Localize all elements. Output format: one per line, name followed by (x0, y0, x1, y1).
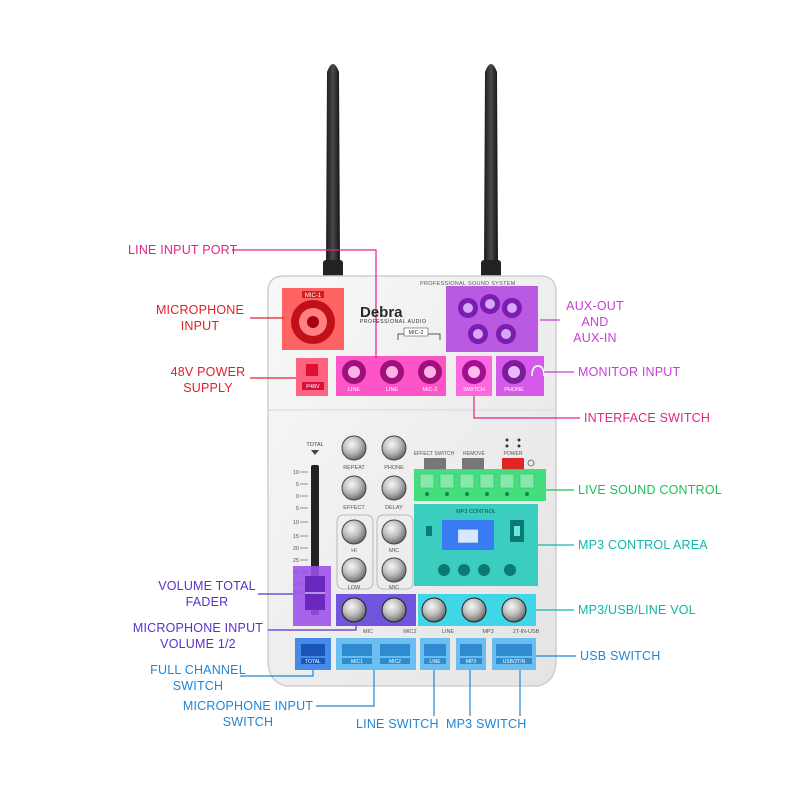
svg-text:PHONE: PHONE (384, 465, 404, 471)
mic-input-volume-knobs[interactable] (336, 594, 416, 626)
jack-line-1[interactable]: LINE (342, 360, 366, 393)
svg-text:MIC2: MIC2 (389, 659, 401, 665)
microphone-input-combo[interactable]: MIC-1 (282, 288, 344, 350)
label-mic-input-volume: MICROPHONE INPUT VOLUME 1/2 (132, 621, 264, 651)
line-input-jacks[interactable]: LINE LINE MIC-2 (336, 356, 446, 396)
label-full-channel-switch: FULL CHANNEL SWITCH (150, 663, 246, 693)
svg-text:15: 15 (293, 534, 299, 540)
svg-text:REMOVE: REMOVE (463, 451, 485, 457)
label-live-sound-control: LIVE SOUND CONTROL (578, 483, 722, 497)
label-mic-input-switch: MICROPHONE INPUT SWITCH (182, 699, 314, 729)
svg-text:2T-IN-USB: 2T-IN-USB (513, 629, 540, 635)
svg-text:LOW: LOW (348, 585, 361, 591)
power-icon (527, 459, 535, 467)
mic1-text: MIC-1 (305, 293, 322, 299)
label-line-switch: LINE SWITCH (356, 717, 439, 731)
label-aux: AUX-OUT AND AUX-IN (566, 299, 624, 345)
monitor-input-jack[interactable]: PHONE (496, 356, 545, 396)
label-volume-total-fader: VOLUME TOTAL FADER (158, 579, 256, 609)
p48v-button[interactable]: P48V (296, 358, 328, 396)
svg-text:5: 5 (296, 506, 299, 512)
mp3-display (442, 520, 494, 550)
svg-text:MP3: MP3 (482, 629, 493, 635)
jack-label-2: LINE (386, 387, 399, 393)
label-line-input-port: LINE INPUT PORT (128, 243, 238, 257)
label-mp3-control-area: MP3 CONTROL AREA (578, 538, 708, 552)
label-usb-switch: USB SWITCH (580, 649, 661, 663)
label-microphone-input: MICROPHONE INPUT (155, 303, 245, 333)
bottom-switches[interactable]: TOTAL MIC1 MIC2 LINE MP3 USB/2TIN (295, 638, 536, 670)
effect-knobs[interactable]: REPEAT PHONE EFFECT DELAY HI MIC LOW MIC (336, 435, 414, 591)
brand-name: Debra (360, 304, 403, 321)
label-mp3-usb-line-vol: MP3/USB/LINE VOL (578, 603, 696, 617)
top-buttons[interactable]: EFFECT SWITCH REMOVE POWER (414, 438, 535, 471)
fader-total-text: TOTAL (306, 442, 323, 448)
mic2-group-marker: MIC-2 (397, 327, 441, 340)
antenna-right (481, 64, 501, 278)
label-48v-power: 48V POWER SUPPLY (170, 365, 246, 395)
svg-text:HI: HI (351, 548, 357, 554)
svg-text:LINE: LINE (429, 659, 441, 665)
svg-text:TOTAL: TOTAL (305, 659, 321, 665)
label-mp3-switch: MP3 SWITCH (446, 717, 527, 731)
svg-text:5: 5 (296, 482, 299, 488)
brand-logo: Debra PROFESSIONAL AUDIO (360, 304, 426, 325)
antenna-left (323, 64, 343, 278)
leader-lines (232, 249, 580, 716)
jack-line-2[interactable]: LINE (380, 360, 404, 393)
svg-text:POWER: POWER (504, 451, 523, 457)
headphone-icon (531, 365, 545, 377)
svg-text:MP3: MP3 (466, 659, 477, 665)
jack-label-5: PHONE (504, 387, 524, 393)
svg-text:REPEAT: REPEAT (343, 465, 365, 471)
volume-total-fader[interactable]: TOTAL 10 5 0 5 10 15 20 25 30 40 (293, 442, 331, 626)
svg-text:EFFECT SWITCH: EFFECT SWITCH (414, 451, 455, 457)
live-sound-control-panel[interactable] (414, 469, 546, 501)
svg-text:EFFECT: EFFECT (343, 505, 365, 511)
svg-text:20: 20 (293, 546, 299, 552)
svg-text:███: ███ (457, 529, 478, 543)
mp3-control-panel[interactable]: MP3 CONTROL ███ (414, 504, 538, 586)
mp3-title-text: MP3 CONTROL (456, 509, 496, 515)
svg-text:LINE: LINE (442, 629, 455, 635)
svg-text:10: 10 (293, 470, 299, 476)
svg-text:MIC1: MIC1 (351, 659, 363, 665)
svg-text:DELAY: DELAY (385, 505, 403, 511)
svg-text:MIC: MIC (363, 629, 373, 635)
svg-text:0: 0 (296, 494, 299, 500)
label-monitor-input: MONITOR INPUT (578, 365, 681, 379)
aux-out-in-panel[interactable] (446, 286, 538, 352)
jack-label-1: LINE (348, 387, 361, 393)
svg-text:10: 10 (293, 520, 299, 526)
svg-text:25: 25 (293, 558, 299, 564)
system-text: PROFESSIONAL SOUND SYSTEM (420, 281, 516, 287)
mic2-text: MIC-2 (409, 330, 424, 336)
p48v-text: P48V (306, 384, 320, 390)
svg-text:USB/2TIN: USB/2TIN (503, 659, 526, 665)
jack-label-3: MIC-2 (423, 387, 438, 393)
jack-mic2[interactable]: MIC-2 (418, 360, 442, 393)
bottom-row-labels: MIC MIC2 LINE MP3 2T-IN-USB (363, 629, 540, 635)
interface-switch-jack[interactable]: SWITCH (456, 356, 492, 396)
label-interface-switch: INTERFACE SWITCH (584, 411, 711, 425)
svg-text:MIC2: MIC2 (403, 629, 416, 635)
svg-text:MIC: MIC (389, 585, 399, 591)
brand-subtitle: PROFESSIONAL AUDIO (360, 319, 427, 325)
mp3-usb-line-vol-knobs[interactable] (418, 594, 536, 626)
jack-label-4: SWITCH (463, 387, 485, 393)
svg-text:MIC: MIC (389, 548, 399, 554)
